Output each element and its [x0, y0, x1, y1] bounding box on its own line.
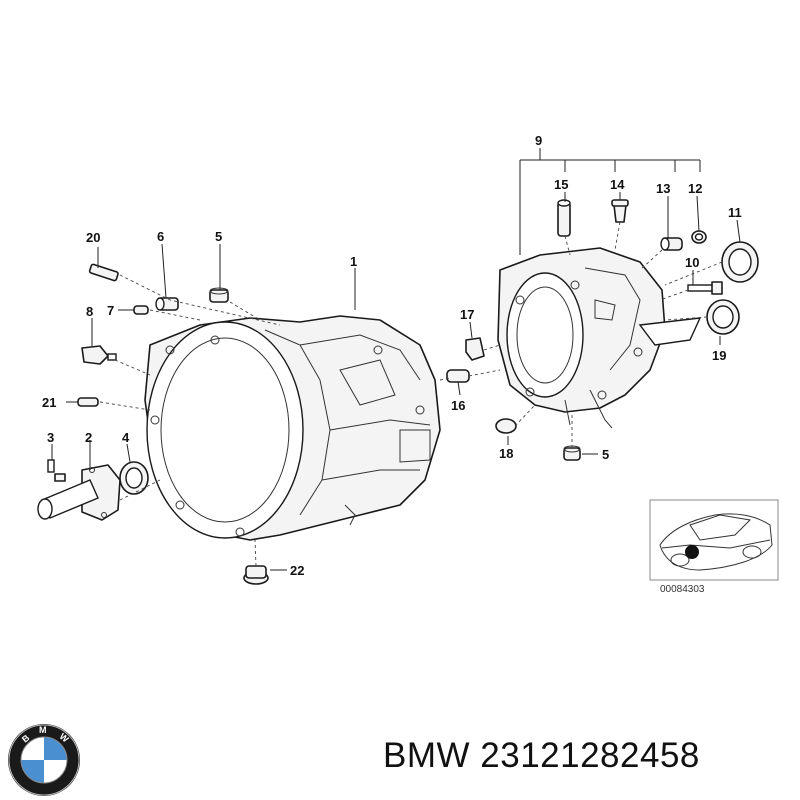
shaft-seal	[119, 461, 149, 495]
part-number-caption: BMW 23121282458	[383, 736, 700, 775]
logo-letter-m: M	[39, 725, 47, 735]
small-parts	[37, 199, 759, 585]
guide-sleeve	[37, 464, 121, 521]
dowel-small	[133, 305, 149, 315]
vehicle-thumbnail: 00084303	[649, 499, 779, 595]
callout-3: 3	[47, 430, 54, 445]
hex-bolt	[687, 281, 723, 295]
callout-6: 6	[157, 229, 164, 244]
callout-18: 18	[499, 446, 513, 461]
pin	[557, 199, 571, 237]
reverse-light-switch	[81, 345, 117, 365]
callout-7: 7	[107, 303, 114, 318]
callout-19: 19	[712, 348, 726, 363]
callout-12: 12	[688, 181, 702, 196]
callout-1: 1	[350, 254, 357, 269]
callout-11: 11	[728, 205, 742, 220]
bush	[691, 230, 707, 244]
callout-14: 14	[610, 177, 625, 192]
bmw-logo: B M W	[8, 724, 80, 796]
bolt	[47, 459, 66, 482]
callout-5a: 5	[215, 229, 222, 244]
callout-16: 16	[451, 398, 465, 413]
callout-20: 20	[86, 230, 100, 245]
callout-8: 8	[86, 304, 93, 319]
alignment-lines	[99, 221, 723, 567]
screw-plug-top	[209, 287, 229, 303]
callout-13: 13	[656, 181, 670, 196]
dowel-sleeve	[155, 297, 179, 311]
callout-15: 15	[554, 177, 568, 192]
callout-22: 22	[290, 563, 304, 578]
plug-cap	[611, 199, 629, 223]
cap	[495, 418, 517, 434]
rear-housing	[497, 247, 702, 429]
transmission-housing	[144, 315, 441, 541]
pin-small	[77, 397, 99, 407]
callout-4: 4	[122, 430, 130, 445]
location-marker	[685, 545, 699, 559]
thumbnail-reference: 00084303	[660, 584, 705, 595]
callout-10: 10	[685, 255, 699, 270]
sleeve	[660, 237, 683, 251]
breather-valve	[88, 263, 119, 282]
logo-letter-b: B	[20, 732, 32, 744]
guide-pin	[446, 369, 470, 383]
sealing-ring-small	[706, 299, 740, 335]
callout-21: 21	[42, 395, 56, 410]
callout-2: 2	[85, 430, 92, 445]
callout-9: 9	[535, 133, 542, 148]
bracket	[465, 337, 485, 361]
callout-17: 17	[460, 307, 474, 322]
callout-5b: 5	[602, 447, 609, 462]
leader-lines	[51, 148, 741, 571]
screw-plug-bottom	[563, 445, 581, 461]
sealing-ring-large	[721, 241, 759, 283]
callout-labels: 1 2 3 4 5 5 6 7 8 9 10 11 12 13 14 15 16…	[42, 133, 742, 578]
rubber-plug	[243, 565, 269, 585]
